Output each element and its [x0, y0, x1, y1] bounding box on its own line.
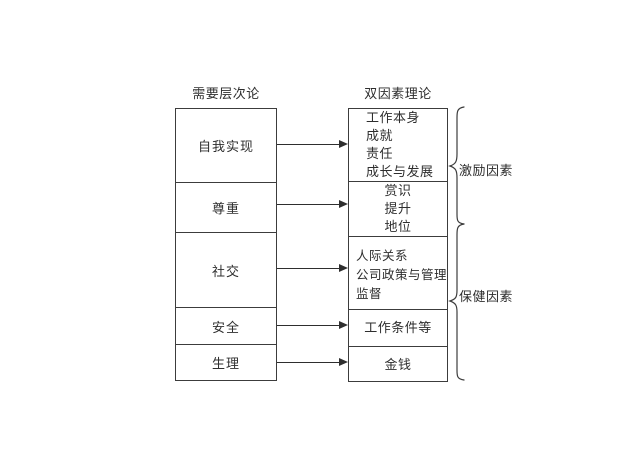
arrowhead-icon — [339, 200, 348, 208]
factor-section-work-itself: 工作本身 成就 责任 成长与发展 — [349, 109, 447, 181]
motivator-factors-label: 激励因素 — [459, 163, 514, 178]
factor-item: 责任 — [366, 146, 394, 161]
factor-item: 金钱 — [384, 356, 412, 372]
factor-item: 人际关系 — [356, 249, 409, 263]
factor-item: 地位 — [384, 219, 412, 234]
arrowhead-icon — [339, 321, 348, 329]
need-row-esteem: 尊重 — [176, 182, 276, 232]
factor-item: 工作条件等 — [364, 320, 432, 335]
hygiene-factors-label: 保健因素 — [459, 289, 514, 304]
needs-hierarchy-box: 自我实现 尊重 社交 安全 生理 — [175, 108, 277, 381]
arrowhead-icon — [339, 140, 348, 148]
arrow-self-actualization — [277, 140, 348, 149]
factor-item: 监督 — [356, 287, 383, 301]
arrow-safety — [277, 321, 348, 330]
factor-item: 工作本身 — [366, 110, 421, 125]
factor-section-work-conditions: 工作条件等 — [349, 309, 447, 346]
factor-section-money: 金钱 — [349, 346, 447, 382]
factor-section-recognition: 赏识 提升 地位 — [349, 181, 447, 236]
need-row-physiological: 生理 — [176, 344, 276, 380]
factor-item: 成长与发展 — [366, 164, 434, 179]
need-row-social: 社交 — [176, 232, 276, 307]
motivator-brace-icon — [448, 106, 465, 225]
need-label: 尊重 — [211, 201, 240, 216]
factor-item: 提升 — [384, 201, 412, 216]
need-label: 自我实现 — [197, 139, 254, 154]
arrow-physiological — [277, 358, 348, 367]
arrowhead-icon — [339, 358, 348, 366]
two-factor-title: 双因素理论 — [364, 86, 432, 101]
arrow-shaft — [277, 325, 341, 326]
need-row-safety: 安全 — [176, 307, 276, 344]
arrow-esteem — [277, 200, 348, 209]
factor-item: 公司政策与管理 — [356, 268, 448, 282]
need-row-self-actualization: 自我实现 — [176, 109, 276, 182]
needs-hierarchy-title: 需要层次论 — [192, 86, 260, 101]
need-label: 社交 — [211, 263, 240, 279]
arrow-shaft — [277, 268, 341, 269]
need-label: 生理 — [211, 356, 240, 371]
arrowhead-icon — [339, 264, 348, 272]
arrow-social — [277, 264, 348, 273]
two-factor-box: 工作本身 成就 责任 成长与发展 赏识 提升 地位 人际关系 公司政策与管理 监… — [348, 108, 448, 382]
hygiene-brace-icon — [448, 223, 465, 381]
factor-braces — [448, 106, 465, 381]
factor-item: 赏识 — [384, 183, 412, 198]
arrow-shaft — [277, 362, 341, 363]
need-label: 安全 — [211, 319, 240, 335]
arrow-shaft — [277, 144, 341, 145]
factor-section-relationships: 人际关系 公司政策与管理 监督 — [349, 236, 447, 309]
arrow-shaft — [277, 204, 341, 205]
factor-item: 成就 — [366, 128, 394, 143]
